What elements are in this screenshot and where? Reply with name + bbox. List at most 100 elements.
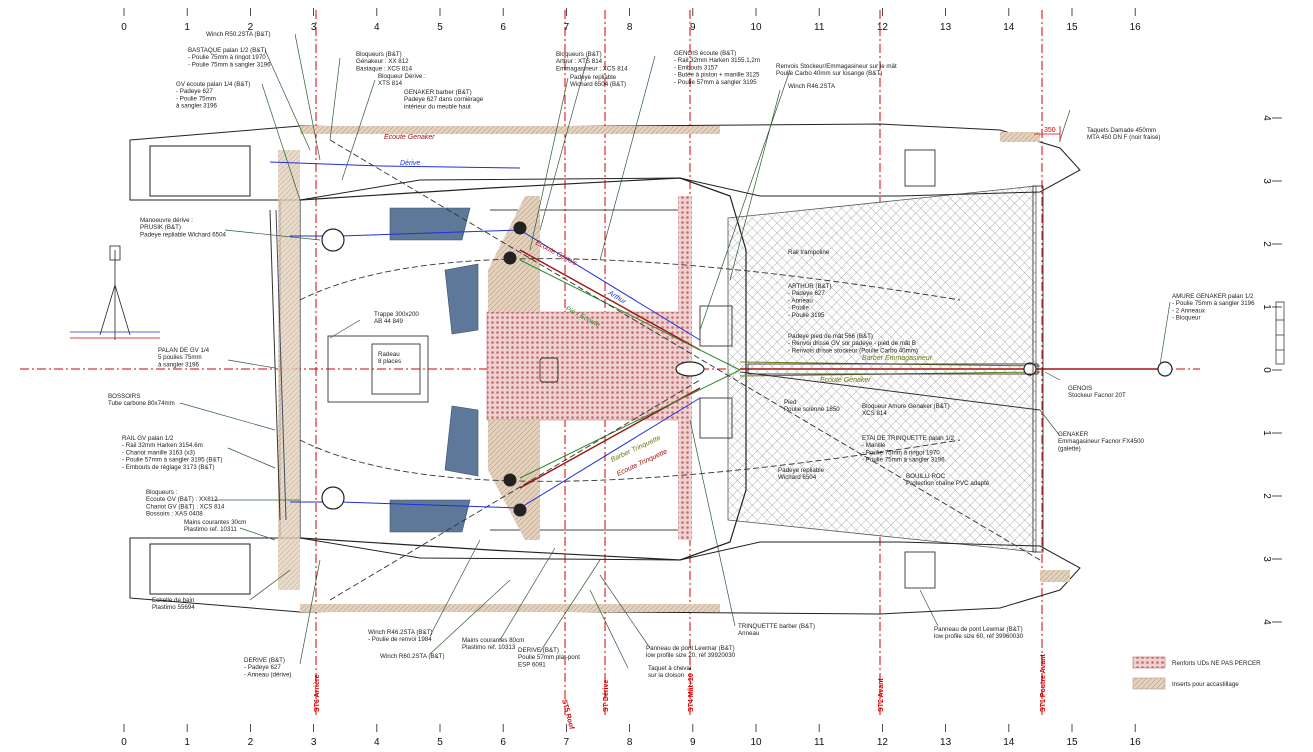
ruler-number: 12	[877, 22, 889, 33]
annotation-rail-gv: RAIL GV palan 1/2- Rail 32mm Harken 3154…	[122, 435, 222, 471]
legend-text-inserts: Inserts pour accastillage	[1172, 681, 1239, 688]
annotation-genois-ecoute: GENOIS écoute (B&T)- Rail 32mm Harken 31…	[674, 50, 760, 86]
ruler-number: 1	[184, 22, 190, 33]
station-label-st2: ST2 Avant	[878, 678, 885, 712]
annotation-manoeuvre-derive: Manoeuvre dérive :PRUSIK (B&T)Padeye rep…	[140, 217, 227, 238]
annotation-winch-r50: Winch R50.2STA (B&T)	[206, 31, 271, 38]
hatches	[327, 149, 936, 589]
ruler-number: 8	[627, 737, 633, 748]
side-ruler-number: 4	[1261, 115, 1272, 121]
line-label-barber-emmagasineur: Barber Emmagasineur	[862, 355, 933, 362]
annotation-bastaque: BASTAQUE palan 1/2 (B&T)- Poulie 75mm à …	[188, 47, 271, 68]
annotation-amure-genaker: AMURE GENAKER palan 1/2- Poulie 75mm à s…	[1172, 293, 1255, 322]
ruler-number: 1	[184, 737, 190, 748]
ruler-number: 12	[877, 737, 889, 748]
ruler-number: 2	[248, 737, 254, 748]
ruler-number: 15	[1066, 22, 1078, 33]
ruler-number: 10	[750, 737, 762, 748]
ruler-number: 4	[374, 737, 380, 748]
side-ruler: 4 3 2 1 0 1 2 3 4	[1261, 115, 1282, 625]
annotations: Winch R50.2STA (B&T) BASTAQUE palan 1/2 (…	[108, 31, 1255, 679]
annotation-rail-trampoline: Rail trampoline	[788, 249, 830, 256]
annotation-arthur-detail: ARTHUR (B&T)- Padeye 627- Anneau- Poulie…	[788, 283, 832, 319]
leader-lines	[179, 33, 1171, 669]
annotation-etai-trinquette: ETAI DE TRINQUETTE palan 1/2- Manille- P…	[862, 435, 954, 464]
ruler-number: 5	[437, 22, 443, 33]
ruler-number: 6	[500, 22, 506, 33]
side-ruler-number: 1	[1261, 430, 1272, 436]
ruler-number: 11	[814, 22, 825, 33]
ruler-number: 2	[248, 22, 254, 33]
annotation-bloqueur-amure: Bloqueur Amure Genaker (B&T)XCS 814	[862, 403, 950, 417]
ruler-number: 3	[311, 737, 317, 748]
ruler-number: 9	[690, 22, 696, 33]
annotation-genaker-barber: GENAKER barber (B&T)Padeye 627 dans corn…	[404, 89, 484, 110]
mast-icon	[70, 245, 160, 340]
side-ruler-number: 3	[1261, 556, 1272, 562]
ruler-number: 14	[1003, 22, 1015, 33]
legend-text-renforts: Renforts UDs NE PAS PERCER	[1172, 660, 1261, 667]
ruler-number: 16	[1130, 737, 1142, 748]
ruler-number: 3	[311, 22, 317, 33]
ruler-number: 13	[940, 22, 952, 33]
ruler-number: 15	[1066, 737, 1078, 748]
station-label-st4: ST4 Mât+10	[688, 673, 695, 712]
ruler-number: 5	[437, 737, 443, 748]
sweep-lines	[299, 139, 1041, 601]
dim-350-text: 350	[1044, 127, 1056, 134]
ruler-number: 16	[1130, 22, 1142, 33]
side-ruler-number: 4	[1261, 619, 1272, 625]
ruler-number: 7	[564, 737, 570, 748]
ruler-number: 4	[374, 22, 380, 33]
line-label-derive: Dérive	[400, 160, 420, 167]
annotation-padeye-mat: Padeye pied de mât 566 (B&T)- Renvoi dri…	[788, 333, 918, 354]
ruler-number: 11	[814, 737, 825, 748]
annotation-bloqueur-derive: Bloqueur Dérive :XTS 814	[378, 73, 426, 87]
ruler-number: 9	[690, 737, 696, 748]
annotation-trinquette-barber: TRINQUETTE barber (B&T)Anneau	[738, 623, 815, 637]
station-label-st-derive: ST Dérive	[603, 680, 610, 712]
annotation-derive-bottom: DERIVE (B&T)- Padeye 627- Anneau (dérive…	[244, 657, 291, 678]
line-label-ecoute-genaker: Ecoute Genaker	[820, 377, 871, 384]
legend: Renforts UDs NE PAS PERCER Inserts pour …	[1132, 656, 1261, 690]
annotation-winch-r46-bottom: Winch R46.2STA (B&T)- Poulie de renvoi 1…	[368, 629, 433, 643]
ruler-number: 0	[121, 22, 127, 33]
ruler-number: 8	[627, 22, 633, 33]
legend-swatch-inserts	[1132, 677, 1166, 690]
ruler-number: 6	[500, 737, 506, 748]
legend-swatch-renforts	[1132, 656, 1166, 669]
line-label-ecoute-genois: Ecoute Genois	[534, 240, 578, 268]
side-ruler-number: 2	[1261, 493, 1272, 499]
annotation-winch-r46-top: Winch R46.2STA	[788, 83, 836, 90]
side-ruler-number: 0	[1261, 367, 1272, 373]
ruler-number: 14	[1003, 737, 1015, 748]
ruler-number: 13	[940, 737, 952, 748]
station-label-st5: ST5 Roof	[560, 699, 575, 731]
annotation-panneau-60: Panneau de pont Lewmar (B&T)low profile …	[934, 626, 1024, 640]
ruler-number: 7	[564, 22, 570, 33]
side-ruler-number: 1	[1261, 304, 1272, 310]
deck-panels	[389, 207, 479, 533]
side-ruler-number: 3	[1261, 178, 1272, 184]
side-ruler-number: 2	[1261, 241, 1272, 247]
